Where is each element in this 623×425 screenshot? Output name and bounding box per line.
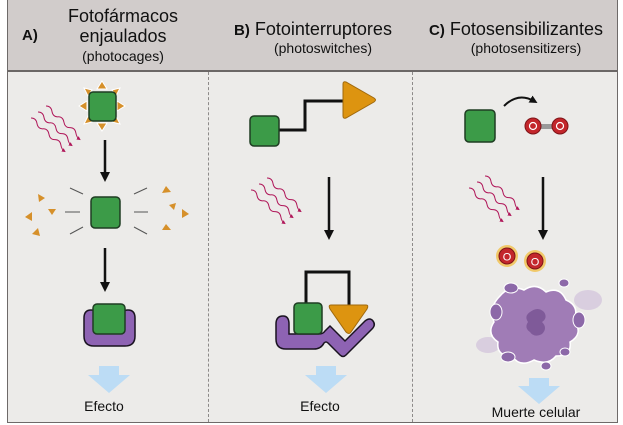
- cage-fragment: [162, 186, 171, 193]
- drug-square: [88, 91, 117, 122]
- drug-square: [464, 109, 496, 143]
- dying-cell: [476, 278, 602, 371]
- oxygen-atom: [524, 117, 542, 135]
- oxygen-bond: [534, 124, 558, 129]
- divider-b-c: [412, 72, 413, 422]
- cage-fragment: [32, 228, 40, 236]
- panel-c-letter: C): [429, 22, 445, 39]
- light-rays-a: [30, 105, 81, 153]
- panel-a-header: A) Fotofármacos enjaulados (photocages): [8, 0, 208, 70]
- light-ray: [468, 187, 504, 223]
- bleb: [559, 347, 571, 357]
- bleb: [558, 278, 570, 288]
- receptor-purple: [275, 315, 376, 358]
- effect-arrow-a: [88, 366, 130, 393]
- oxygen-atom: [551, 117, 569, 135]
- panel-b-title-text: Fotointerruptores: [254, 19, 392, 39]
- bleb: [489, 303, 503, 321]
- released-drug: [25, 186, 189, 236]
- arrow-curved: [503, 95, 538, 107]
- cell-blebs: [489, 278, 586, 371]
- free-cage-groups: [25, 186, 189, 236]
- photoswitch-open: [249, 81, 376, 147]
- panel-b-header: B) Fotointerruptores (photoswitches): [213, 0, 413, 70]
- bleb: [540, 361, 552, 371]
- panel-c-title-text: Fotosensibilizantes: [449, 19, 603, 39]
- cell-debris: [476, 337, 500, 353]
- caged-drug: [78, 80, 126, 132]
- bleb: [500, 351, 516, 363]
- drug-square: [249, 115, 280, 147]
- cage-triangle: [96, 122, 108, 132]
- singlet-oxygen: O O: [496, 245, 546, 272]
- burst-line: [69, 187, 84, 195]
- burst-line: [69, 226, 84, 235]
- cage-triangle: [116, 100, 126, 112]
- oxygen-label: O: [531, 257, 540, 269]
- light-ray: [476, 181, 512, 217]
- panel-a-title-line1: Fotofármacos: [67, 6, 179, 26]
- effect-label-c: Muerte celular: [491, 404, 581, 420]
- linker: [277, 99, 343, 132]
- panel-a-subtitle: (photocages): [82, 48, 164, 64]
- burst-line: [133, 187, 148, 195]
- drug-square: [293, 302, 323, 335]
- panel-b-letter: B): [234, 22, 250, 39]
- oxygen-molecule: [524, 117, 569, 135]
- divider-a-b: [208, 72, 209, 422]
- panel-c-subtitle: (photosensitizers): [470, 40, 582, 56]
- photosensitizer-step: [464, 95, 569, 143]
- switch-triangle: [328, 304, 369, 334]
- light-ray: [484, 175, 520, 211]
- release-lines: [65, 187, 148, 235]
- linker: [304, 270, 351, 305]
- figure-frame: A) Fotofármacos enjaulados (photocages) …: [7, 0, 618, 423]
- effect-arrow-b: [305, 366, 347, 393]
- cage-fragment: [25, 212, 32, 221]
- light-rays-b: [250, 177, 302, 225]
- light-ray: [258, 183, 294, 219]
- oxygen-radical: [526, 252, 544, 270]
- drug-square: [90, 196, 121, 229]
- cell-debris: [574, 290, 602, 310]
- diagram-graphics: O O: [25, 80, 602, 404]
- bleb: [503, 282, 519, 294]
- light-ray: [250, 189, 286, 225]
- receptor-bound-a: [83, 303, 136, 347]
- drug-square: [92, 303, 126, 335]
- panel-c-header: C) Fotosensibilizantes (photosensitizers…: [413, 0, 619, 70]
- cage-triangle: [78, 100, 88, 112]
- panel-c-title: C) Fotosensibilizantes: [413, 19, 619, 41]
- light-ray: [37, 111, 73, 147]
- cage-fragment: [162, 224, 171, 230]
- bleb: [572, 311, 586, 329]
- cage-fragment: [48, 209, 56, 215]
- cage-fragment: [38, 194, 45, 202]
- panel-b-title: B) Fotointerruptores: [213, 19, 413, 41]
- header-bar: A) Fotofármacos enjaulados (photocages) …: [8, 0, 617, 72]
- oxygen-atom-ring: [555, 121, 565, 131]
- effect-arrow-c: [518, 378, 560, 404]
- oxygen-radical: [498, 247, 516, 265]
- burst-line: [133, 226, 148, 235]
- cage-fragment: [182, 209, 189, 218]
- light-ray: [266, 177, 302, 213]
- oxygen-label: O: [503, 252, 512, 264]
- switch-triangle: [342, 81, 376, 119]
- photoswitch-bound: [275, 270, 376, 358]
- light-rays-c: [468, 175, 520, 223]
- light-ray: [45, 105, 81, 141]
- light-ray: [30, 117, 66, 153]
- effect-label-a: Efecto: [84, 398, 124, 414]
- cage-fragment: [169, 203, 176, 210]
- panel-a-title-line2: enjaulados: [79, 26, 167, 46]
- cage-triangle: [96, 80, 108, 90]
- panel-a-letter: A): [22, 27, 38, 44]
- effect-label-b: Efecto: [300, 398, 340, 414]
- panel-b-subtitle: (photoswitches): [273, 40, 373, 56]
- oxygen-atom-ring: [528, 121, 538, 131]
- cell-nucleus: [526, 309, 546, 336]
